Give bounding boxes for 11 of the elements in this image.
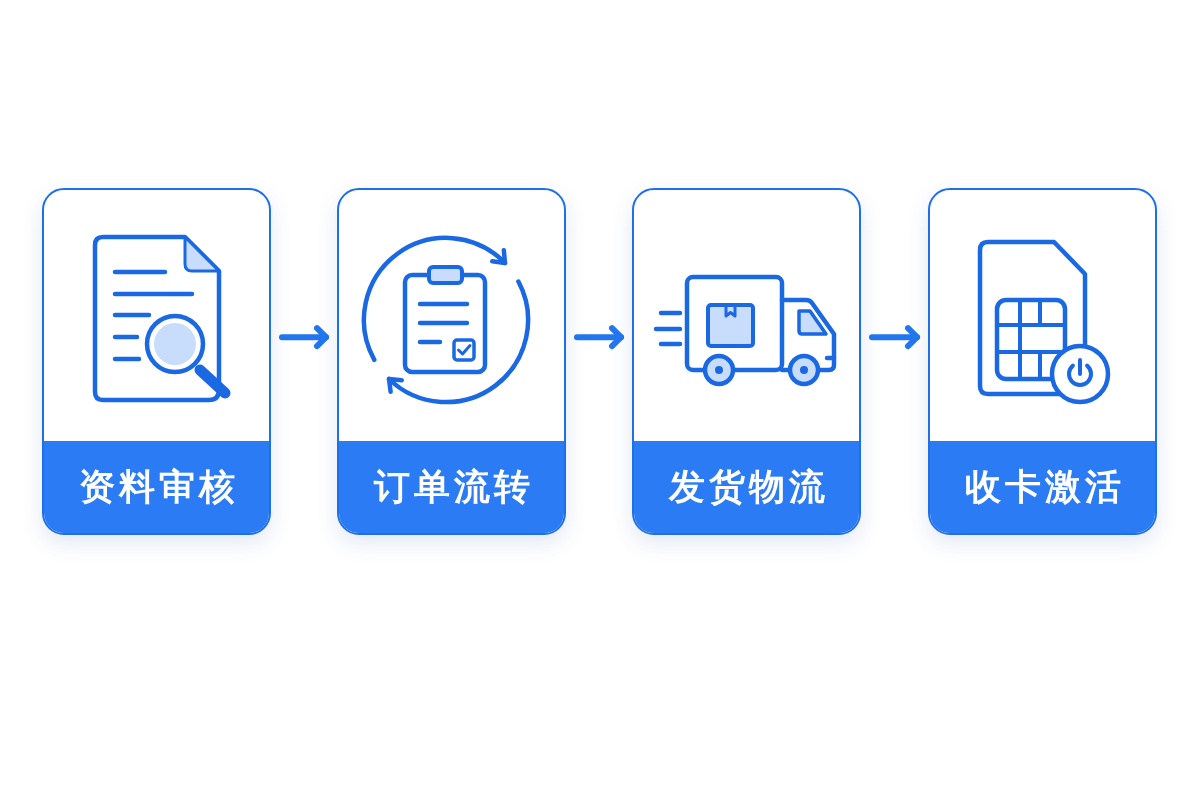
- arrow: [574, 325, 624, 350]
- process-card: [928, 188, 1157, 535]
- step-label: 发货物流: [667, 465, 829, 509]
- arrow: [869, 325, 920, 350]
- process-card: [632, 188, 861, 535]
- step-label: 订单流转: [372, 465, 534, 509]
- step-label: 资料审核: [77, 465, 239, 509]
- arrow: [279, 325, 329, 350]
- step-label: 收卡激活: [963, 465, 1125, 509]
- process-card: [337, 188, 566, 535]
- process-card: [42, 188, 271, 535]
